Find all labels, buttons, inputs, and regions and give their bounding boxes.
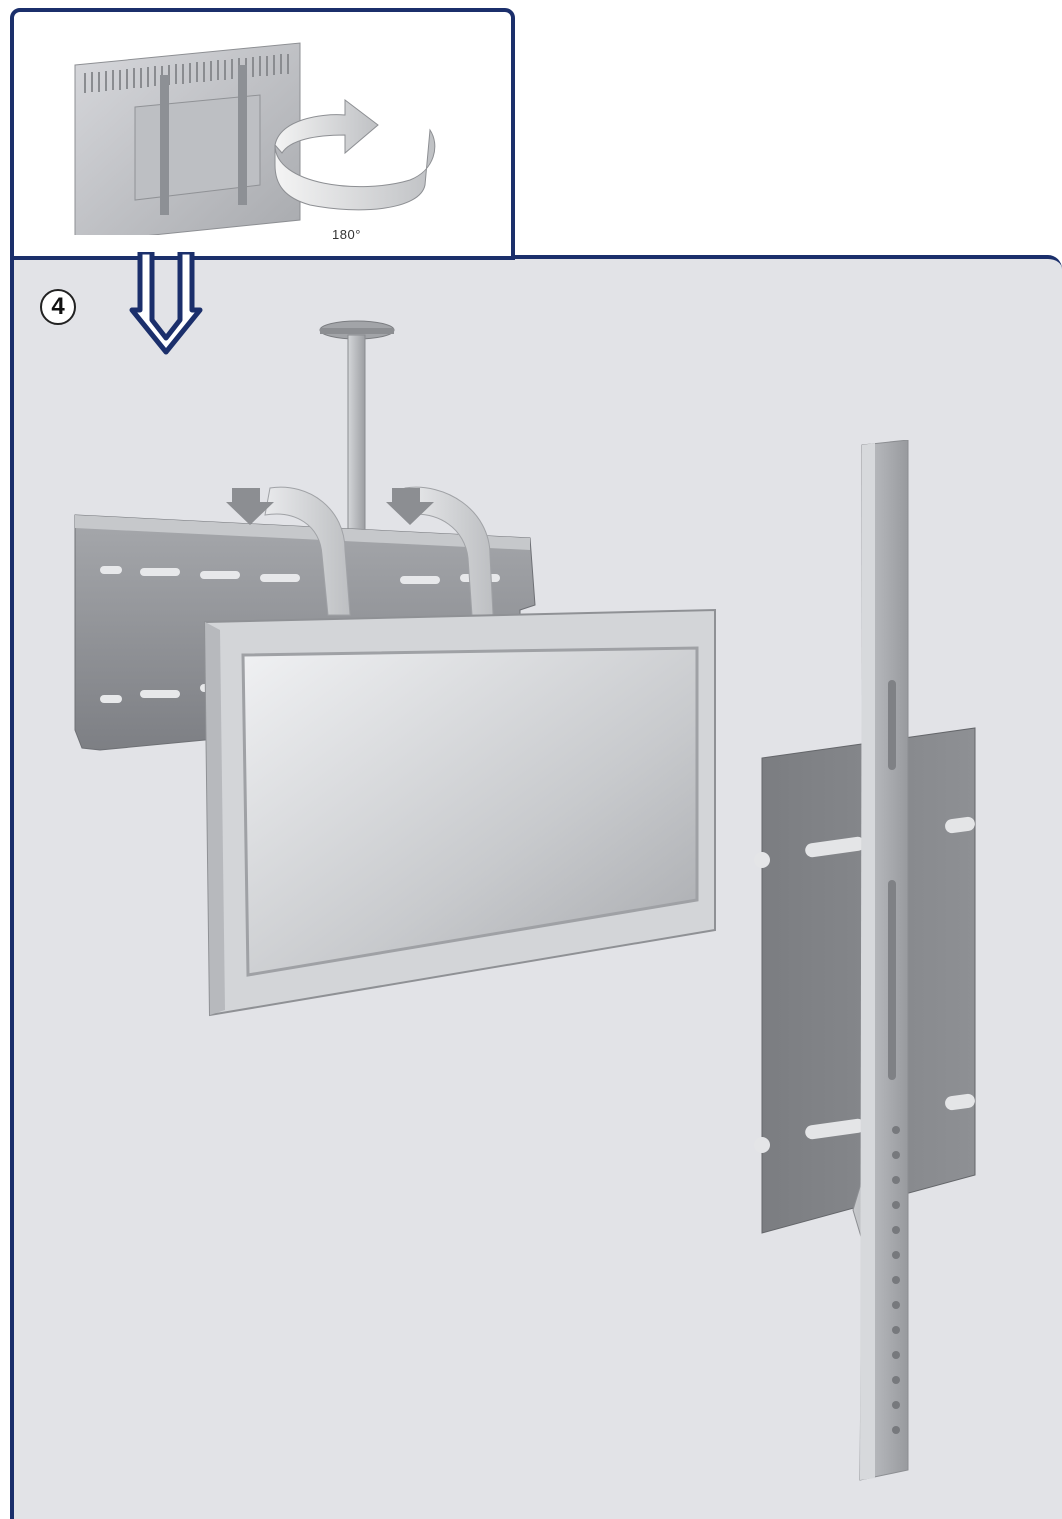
- step-number-badge: 4: [40, 289, 76, 325]
- rail-holes: [892, 1126, 900, 1434]
- down-arrow-icon: [129, 252, 203, 355]
- ceiling-pole: [347, 334, 366, 531]
- tv-screen-display: [241, 646, 699, 977]
- inset-bracket-illustration: [74, 42, 436, 235]
- ceiling-mount-illustration: [74, 320, 716, 1017]
- down-curved-arrow-icon: [226, 488, 434, 525]
- rotate-180-icon: [274, 98, 436, 211]
- vent-slots: [84, 54, 289, 93]
- vertical-rail-illustration: [754, 440, 976, 1481]
- rotation-angle-label: 180°: [332, 227, 361, 242]
